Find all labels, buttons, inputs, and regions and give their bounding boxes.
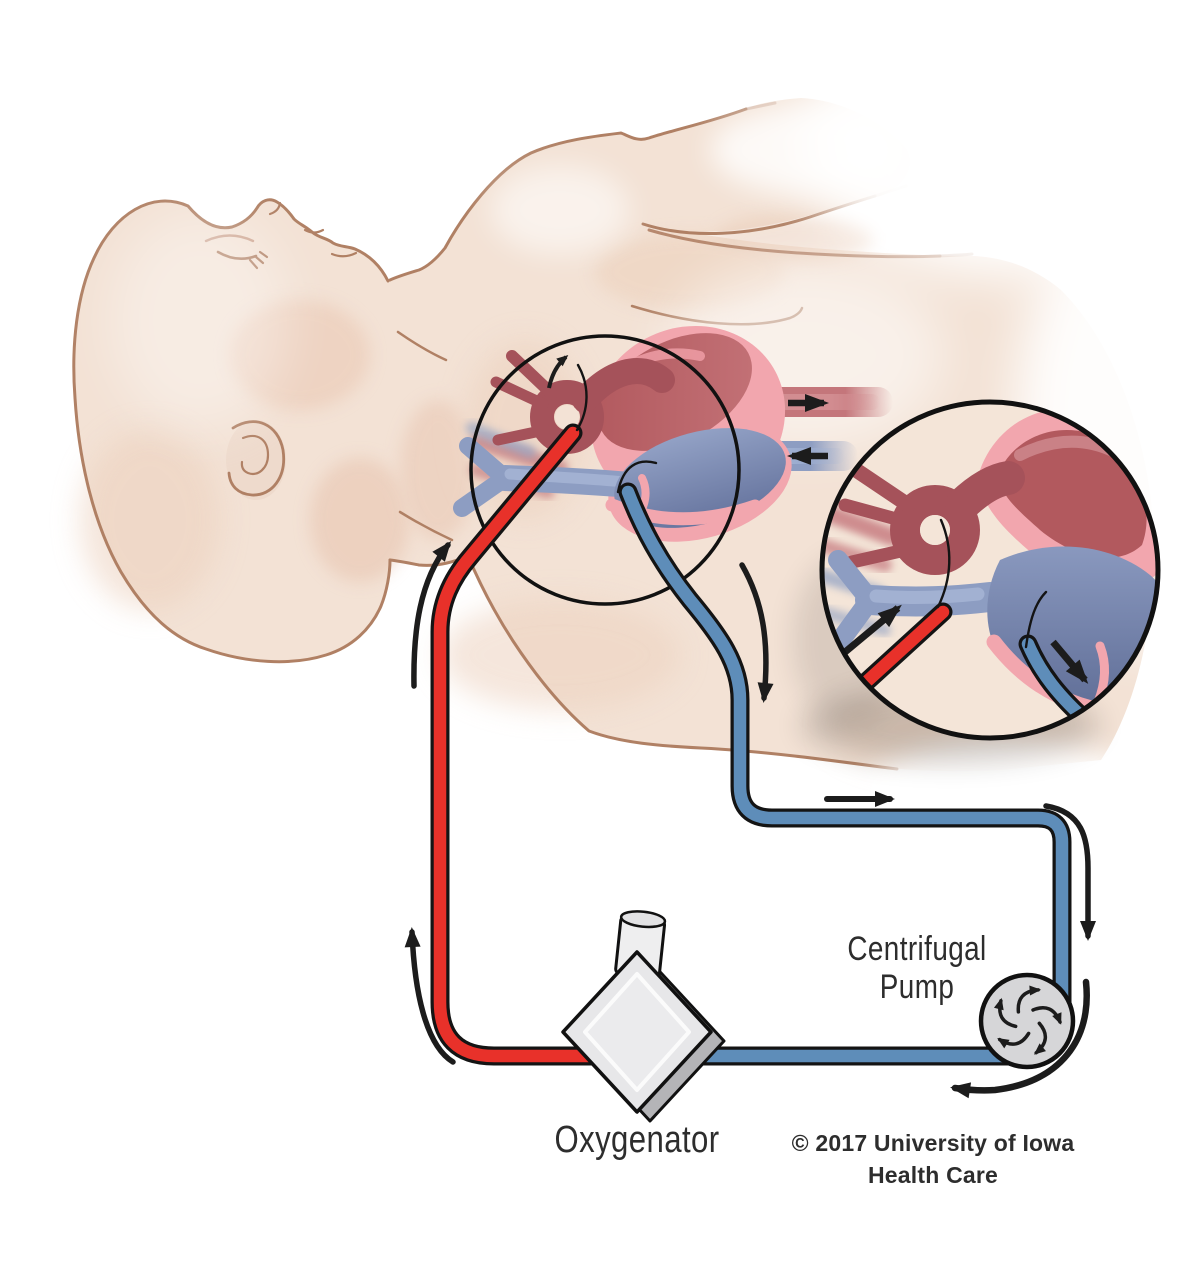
- arch-lumen-hole: [555, 405, 579, 429]
- arterial-lower-up-arrow: [404, 927, 456, 1065]
- magnified-view-circle: [793, 399, 1161, 763]
- venous-tube: [621, 485, 1069, 1012]
- right-atrium-mass: [614, 428, 786, 528]
- lip-seam-line: [303, 228, 325, 234]
- shoulder-arm-outline: [388, 107, 748, 282]
- flow-arrows: [404, 541, 1096, 1099]
- ear-fill: [226, 420, 286, 500]
- magnified-arch: [838, 461, 1025, 575]
- chest-heart-anatomy: [453, 325, 893, 542]
- nostril-line: [268, 201, 282, 216]
- oxygenator-inner-face: [583, 972, 691, 1092]
- chin-crease: [330, 251, 358, 258]
- arch-flow-arrow: [547, 355, 569, 389]
- throat-crease: [396, 330, 448, 362]
- centrifugal-pump-device: [978, 972, 1076, 1070]
- cannula-tip-lines: [575, 363, 658, 494]
- venous-tip-line: [616, 460, 658, 494]
- oxygenator-label: Oxygenator: [554, 1119, 719, 1161]
- copyright-line1: © 2017 University of Iowa: [792, 1130, 1075, 1156]
- arterial-up-arrow: [411, 541, 452, 689]
- magnified-vein: [825, 550, 1005, 658]
- corner-down-arrow: [1043, 803, 1096, 941]
- pump-label-line2: Pump: [880, 967, 954, 1005]
- neck-shoulder-crease: [398, 510, 454, 542]
- pump-label-line1: Centrifugal: [847, 929, 986, 967]
- heart-inset-circle: [469, 334, 741, 606]
- arterial-tube: [433, 426, 665, 1063]
- shoulder-arm-outline-fade: [744, 101, 777, 111]
- magnified-aorta-core: [999, 430, 1147, 558]
- labels: Centrifugal Pump Oxygenator © 2017 Unive…: [554, 929, 1074, 1188]
- oxygenator-device: [561, 910, 726, 1123]
- pump-outlet-arrow: [950, 978, 1090, 1099]
- copyright-line2: Health Care: [868, 1162, 998, 1188]
- ear-inner-line: [240, 434, 270, 476]
- pump-impeller-icon: [993, 985, 1062, 1055]
- magnified-circle-ring: [819, 399, 1161, 741]
- ear-icon: [227, 420, 286, 497]
- venous-down-arrow: [739, 562, 774, 703]
- magnified-venous-arrow: [1050, 639, 1089, 684]
- arterial-tip-line: [575, 363, 588, 432]
- torso-bottom-outline: [466, 554, 899, 771]
- circuit-tubes: [430, 423, 1072, 1066]
